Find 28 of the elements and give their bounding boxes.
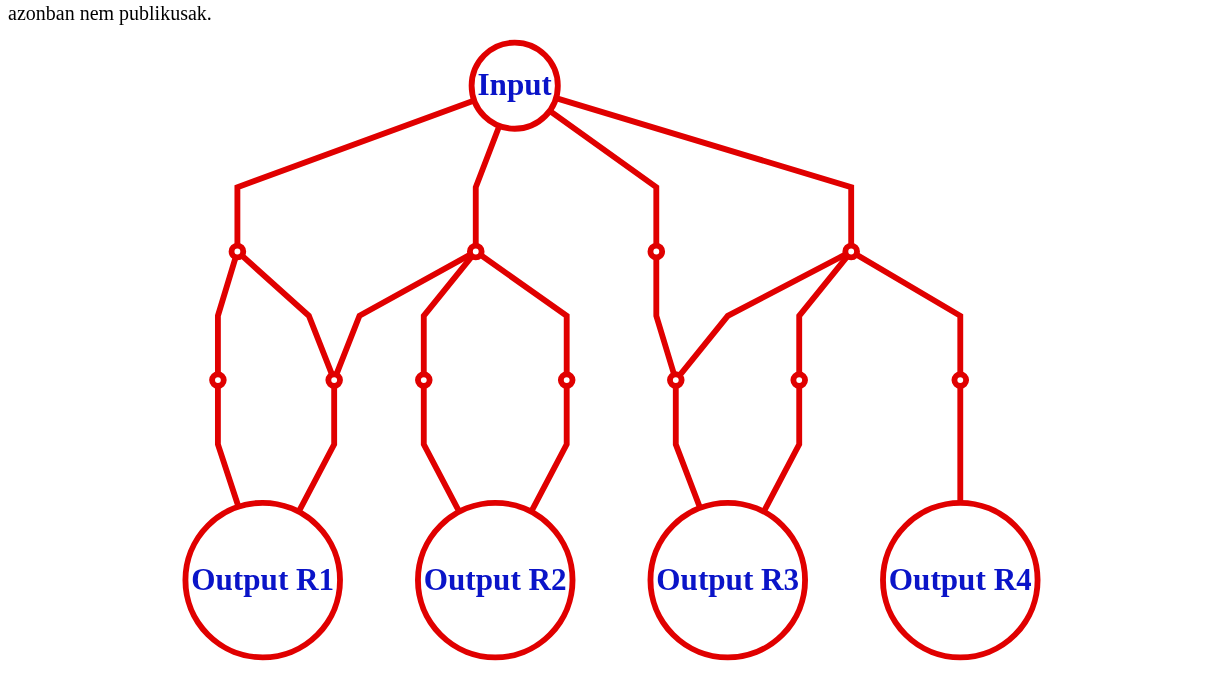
node-circle [647, 242, 666, 261]
connector [548, 108, 660, 246]
connector [957, 385, 964, 503]
connector [239, 253, 335, 376]
node-circle: Output R4 [880, 499, 1041, 661]
node-circle [467, 242, 485, 261]
node-circle [667, 371, 685, 389]
node-circle: Output R2 [415, 499, 576, 661]
node-circle: Input [468, 39, 561, 132]
node-circle [228, 242, 247, 261]
connector [672, 385, 703, 509]
node-circle [325, 371, 343, 389]
node-circle [790, 371, 808, 389]
node-circle [209, 371, 227, 389]
node-circle: Output R3 [647, 499, 808, 661]
connector [677, 251, 848, 378]
node-circle [415, 371, 433, 389]
note-text: azonban nem publikusak. [8, 2, 212, 25]
node-circle: Output R1 [182, 499, 343, 661]
node-circle [842, 242, 860, 261]
connector [653, 257, 677, 376]
connector [478, 252, 570, 375]
node-circle [557, 371, 576, 389]
connector [333, 251, 473, 376]
node-circle [951, 371, 970, 389]
connector [854, 251, 964, 375]
connector [215, 256, 239, 375]
connector [215, 385, 242, 508]
